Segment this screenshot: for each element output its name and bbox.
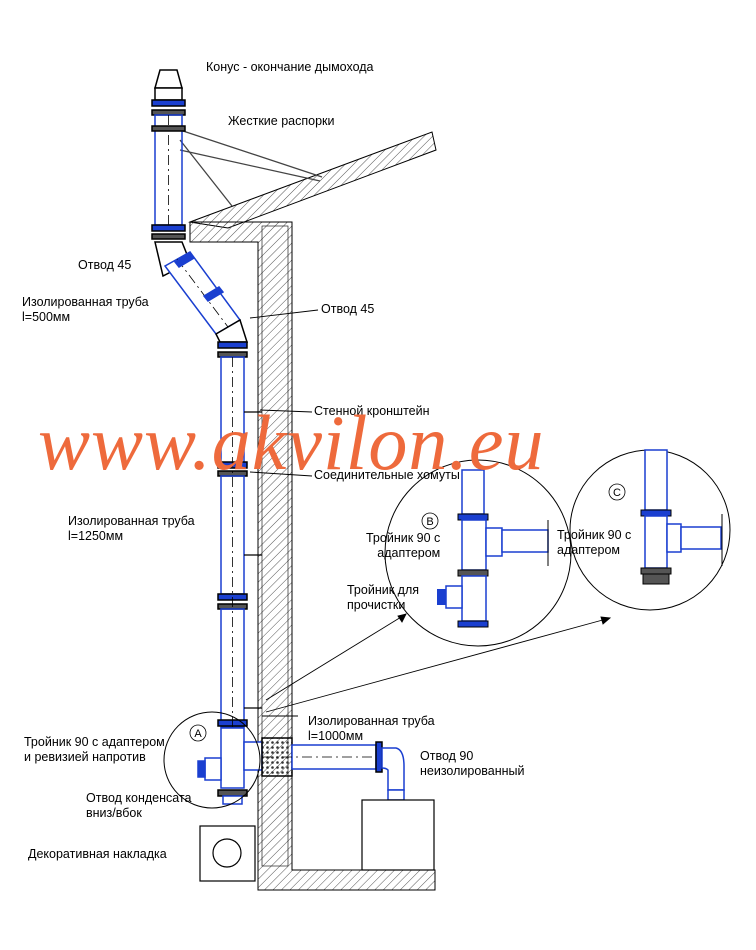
label-insulated-1000: Изолированная труба l=1000мм: [308, 714, 435, 743]
detail-circle-a: [163, 711, 261, 809]
label-cone: Конус - окончание дымохода: [206, 60, 374, 74]
leader-lines: [249, 309, 612, 717]
label-tee-cleaning: Тройник для прочистки: [347, 583, 420, 612]
wall: [189, 221, 436, 891]
label-wall-bracket: Стенной кронштейн: [314, 404, 430, 418]
vertical-run: [217, 341, 262, 728]
circle-markers: A B C: [189, 483, 626, 742]
marker-b: B: [426, 516, 433, 528]
decorative-trim: [199, 825, 256, 882]
marker-c: C: [613, 487, 621, 499]
label-rigid-spacers: Жесткие распорки: [228, 114, 335, 128]
chimney-top-section: [151, 69, 186, 240]
offset-section: [154, 241, 249, 343]
label-decorative-trim: Декоративная накладка: [28, 847, 167, 861]
detail-circle-b: [384, 459, 572, 647]
detail-circle-c: [569, 449, 731, 611]
label-clamps: Соединительные хомуты: [314, 468, 460, 482]
label-tee-b: Тройник 90 с адаптером: [366, 531, 441, 560]
label-elbow90: Отвод 90 неизолированный: [420, 749, 525, 778]
label-tee-a: Тройник 90 с адаптером и ревизией напрот…: [24, 735, 165, 764]
label-tee-c: Тройник 90 с адаптером: [557, 528, 632, 557]
label-insulated-1250: Изолированная труба l=1250мм: [68, 514, 195, 543]
label-insulated-500: Изолированная труба l=500мм: [22, 295, 149, 324]
label-elbow45-top: Отвод 45: [78, 258, 132, 272]
rigid-spacers: [179, 129, 323, 207]
watermark: www.akvilon.eu: [38, 399, 545, 486]
label-condensate: Отвод конденсата вниз/вбок: [86, 791, 192, 820]
label-elbow45-right: Отвод 45: [321, 302, 375, 316]
tee-a-assembly: [197, 727, 405, 805]
boiler: [361, 799, 435, 871]
marker-a: A: [194, 728, 202, 740]
